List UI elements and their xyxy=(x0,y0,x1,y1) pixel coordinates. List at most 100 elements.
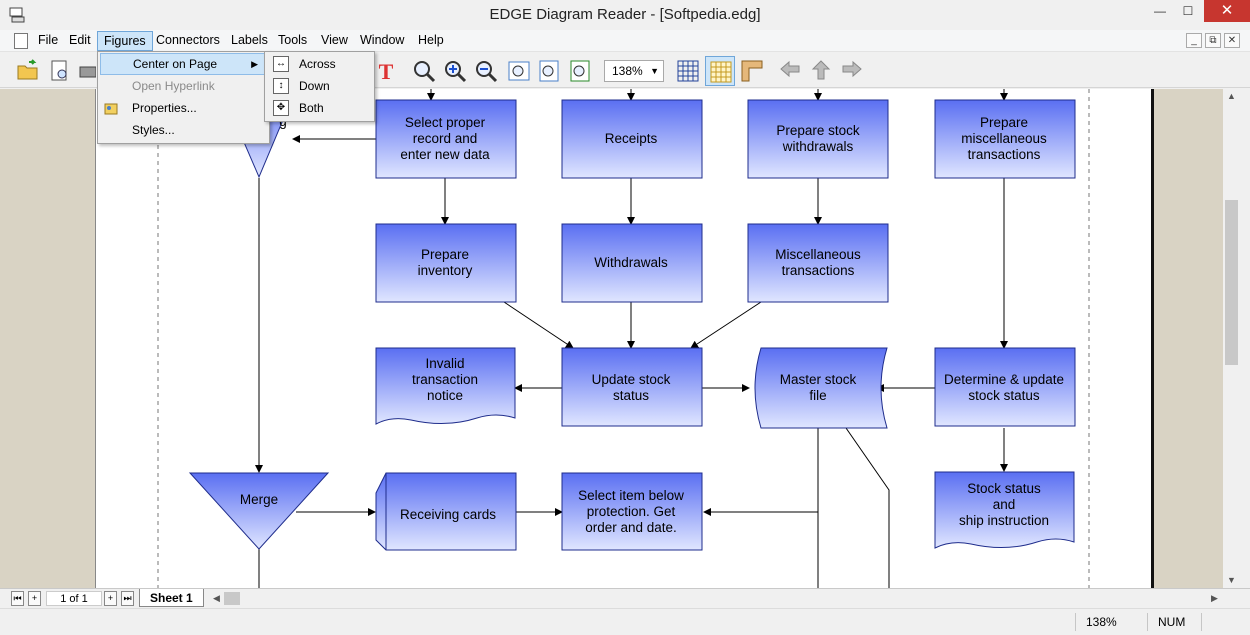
left-margin xyxy=(0,89,95,588)
document-icon[interactable] xyxy=(14,33,28,49)
label-select-item-1: Select item below xyxy=(578,488,684,503)
node-receipts[interactable] xyxy=(561,99,703,179)
snap-grid-icon xyxy=(710,61,732,83)
center-both-icon: ✥ xyxy=(273,100,289,116)
zoom-width-icon[interactable] xyxy=(568,59,592,83)
menu-window[interactable]: Window xyxy=(360,33,405,47)
properties-icon xyxy=(104,103,118,115)
node-prepare-inventory[interactable] xyxy=(375,223,517,303)
zoom-out-icon[interactable] xyxy=(474,59,498,83)
menu-figures[interactable]: Figures xyxy=(97,31,153,51)
label-master-file-2: file xyxy=(809,388,826,403)
node-merge[interactable] xyxy=(188,472,330,550)
sheet-tab-bar: ⏮ + 1 of 1 + ⏭ Sheet 1 ◀ ▶ xyxy=(0,588,1250,608)
node-determine-update[interactable] xyxy=(934,347,1076,427)
menu-bar: File Edit Figures Connectors Labels Tool… xyxy=(0,30,1250,52)
node-misc-transactions[interactable] xyxy=(747,223,889,303)
label-invalid-notice-2: transaction xyxy=(412,372,478,387)
scroll-right-icon[interactable]: ▶ xyxy=(1211,593,1218,603)
status-zoom: 138% xyxy=(1075,613,1145,631)
ruler-icon[interactable] xyxy=(740,59,764,83)
chevron-down-icon: ▼ xyxy=(650,66,659,76)
menu-item-label: Properties... xyxy=(132,101,197,115)
zoom-fit-icon[interactable] xyxy=(507,59,531,83)
figures-menu-dropdown: Center on Page ▶ Open Hyperlink Properti… xyxy=(97,51,270,144)
label-invalid-notice-1: Invalid xyxy=(425,356,464,371)
node-stock-status-ship[interactable] xyxy=(934,471,1075,549)
menu-help[interactable]: Help xyxy=(418,33,444,47)
label-stock-status-ship-1: Stock status xyxy=(967,481,1041,496)
zoom-page-icon[interactable] xyxy=(537,59,561,83)
print-icon[interactable] xyxy=(78,59,96,83)
node-select-item[interactable] xyxy=(561,472,703,551)
vertical-scroll-thumb[interactable] xyxy=(1225,200,1238,365)
close-button[interactable]: ✕ xyxy=(1204,0,1250,22)
menu-labels[interactable]: Labels xyxy=(231,33,268,47)
menu-item-label: Styles... xyxy=(132,123,175,137)
print-preview-icon[interactable] xyxy=(48,59,72,83)
snap-grid-button[interactable] xyxy=(705,56,735,86)
node-select-record[interactable] xyxy=(375,99,517,179)
submenu-item-label: Both xyxy=(299,101,324,115)
mdi-minimize-button[interactable]: _ xyxy=(1186,33,1202,48)
app-icon xyxy=(9,7,25,23)
label-select-item-2: protection. Get xyxy=(587,504,676,519)
label-update-stock-1: Update stock xyxy=(592,372,671,387)
zoom-in-icon[interactable] xyxy=(443,59,467,83)
mdi-close-button[interactable]: ✕ xyxy=(1224,33,1240,48)
label-select-record-3: enter new data xyxy=(400,147,490,162)
status-bar: 138% NUM xyxy=(0,608,1250,635)
up-icon[interactable] xyxy=(809,59,833,83)
menu-edit[interactable]: Edit xyxy=(69,33,91,47)
center-on-page-submenu: ↔ Across ↕ Down ✥ Both xyxy=(264,51,375,122)
mdi-restore-button[interactable]: ⧉ xyxy=(1205,33,1221,48)
scroll-left-icon[interactable]: ◀ xyxy=(213,593,220,603)
submenu-item-down[interactable]: ↕ Down xyxy=(267,75,372,97)
page-indicator: 1 of 1 xyxy=(46,591,102,606)
menu-view[interactable]: View xyxy=(321,33,348,47)
label-invalid-notice-3: notice xyxy=(427,388,463,403)
zoom-icon[interactable] xyxy=(412,59,436,83)
label-stock-status-ship-3: ship instruction xyxy=(959,513,1049,528)
menu-item-center-on-page[interactable]: Center on Page ▶ xyxy=(100,53,267,75)
label-stock-status-ship-2: and xyxy=(993,497,1016,512)
node-prepare-misc[interactable] xyxy=(934,99,1076,179)
forward-icon[interactable] xyxy=(840,59,864,83)
text-icon[interactable]: T xyxy=(374,59,398,83)
horizontal-scroll-thumb[interactable] xyxy=(224,592,240,605)
label-merge: Merge xyxy=(240,492,278,507)
scroll-down-icon[interactable]: ▼ xyxy=(1227,575,1236,585)
zoom-dropdown[interactable]: 138% ▼ xyxy=(604,60,664,82)
first-sheet-button[interactable]: ⏮ xyxy=(11,591,24,606)
menu-tools[interactable]: Tools xyxy=(278,33,308,47)
menu-item-properties[interactable]: Properties... xyxy=(100,97,267,119)
last-sheet-button[interactable]: ⏭ xyxy=(121,591,134,606)
back-icon[interactable] xyxy=(778,59,802,83)
menu-connectors[interactable]: Connectors xyxy=(156,33,220,47)
diagram-canvas[interactable]: Select proper record and enter new data … xyxy=(95,89,1151,588)
grid-icon[interactable] xyxy=(676,59,700,83)
submenu-item-both[interactable]: ✥ Both xyxy=(267,97,372,119)
node-withdrawals[interactable] xyxy=(561,223,703,303)
node-prepare-withdrawals[interactable] xyxy=(747,99,889,179)
submenu-item-across[interactable]: ↔ Across xyxy=(267,53,372,75)
minimize-button[interactable]: — xyxy=(1154,4,1166,18)
node-invalid-notice[interactable] xyxy=(375,347,516,425)
node-master-file[interactable] xyxy=(754,347,888,429)
sheet-tab-1[interactable]: Sheet 1 xyxy=(139,589,204,607)
label-prepare-misc-1: Prepare xyxy=(980,115,1028,130)
scroll-up-icon[interactable]: ▲ xyxy=(1227,91,1236,101)
maximize-button[interactable]: ☐ xyxy=(1182,4,1194,18)
open-folder-icon[interactable] xyxy=(16,59,40,83)
add-sheet-end-button[interactable]: + xyxy=(104,591,117,606)
add-sheet-button[interactable]: + xyxy=(28,591,41,606)
status-num-lock: NUM xyxy=(1147,613,1199,631)
menu-item-styles[interactable]: Styles... xyxy=(100,119,267,141)
label-receipts: Receipts xyxy=(605,131,658,146)
submenu-arrow-icon: ▶ xyxy=(251,59,258,69)
zoom-value: 138% xyxy=(612,64,643,78)
menu-item-label: Open Hyperlink xyxy=(132,79,215,93)
svg-text:T: T xyxy=(379,59,394,83)
node-update-stock[interactable] xyxy=(561,347,703,427)
menu-file[interactable]: File xyxy=(38,33,59,47)
